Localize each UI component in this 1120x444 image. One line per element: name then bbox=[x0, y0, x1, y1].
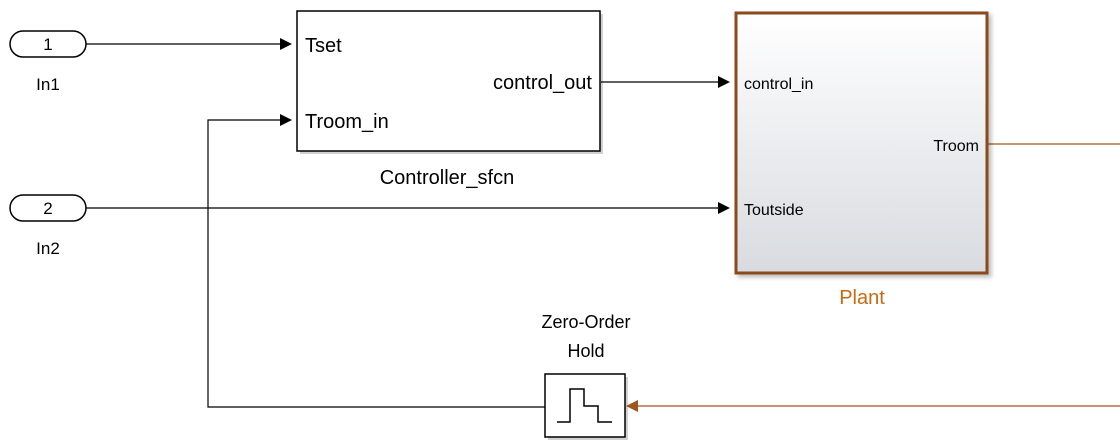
signal-control-out-to-control-in[interactable] bbox=[601, 76, 730, 88]
inport-label-in1: In1 bbox=[36, 75, 60, 94]
zoh-label-line2: Hold bbox=[567, 341, 604, 361]
zoh-label-line1: Zero-Order bbox=[541, 312, 630, 332]
controller-port-control-out: control_out bbox=[493, 72, 592, 94]
plant-port-control-in: control_in bbox=[744, 76, 813, 93]
signal-zoh-to-troom-in[interactable] bbox=[207, 114, 545, 408]
controller-port-tset: Tset bbox=[305, 35, 342, 57]
inport-label-in2: In2 bbox=[36, 239, 60, 258]
controller-port-troom-in: Troom_in bbox=[305, 111, 389, 133]
plant-block[interactable]: control_in Toutside Troom bbox=[734, 11, 989, 275]
signal-in1-to-tset[interactable] bbox=[86, 38, 292, 50]
signal-in2-to-toutside[interactable] bbox=[86, 202, 730, 214]
staircase-icon bbox=[557, 388, 612, 423]
inport-in2[interactable]: 2 bbox=[9, 194, 87, 222]
inport-number: 1 bbox=[43, 35, 52, 54]
plant-port-troom: Troom bbox=[933, 138, 979, 155]
zero-order-hold-block[interactable] bbox=[544, 373, 628, 440]
plant-block-label: Plant bbox=[839, 287, 885, 309]
signal-feedback-to-zoh[interactable] bbox=[626, 400, 1120, 412]
controller-block[interactable]: Tset Troom_in control_out bbox=[296, 10, 603, 154]
plant-port-toutside: Toutside bbox=[744, 202, 804, 219]
inport-number: 2 bbox=[43, 199, 52, 218]
controller-block-label: Controller_sfcn bbox=[380, 167, 515, 189]
inport-in1[interactable]: 1 bbox=[9, 30, 87, 58]
